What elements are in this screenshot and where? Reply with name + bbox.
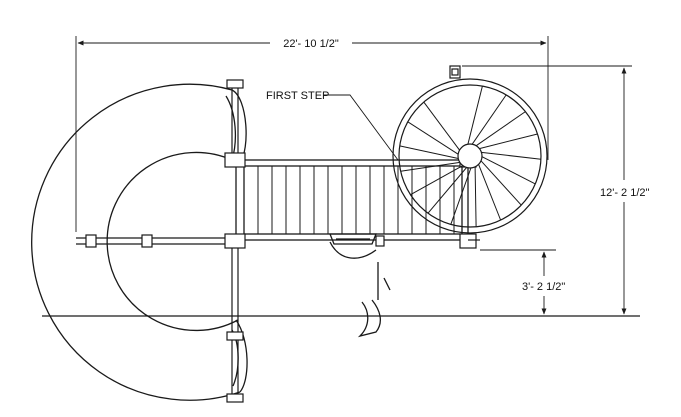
stair-tread — [467, 85, 483, 145]
dimension-lines — [75, 36, 632, 317]
deck-platform — [235, 159, 469, 245]
spiral-slide — [31, 83, 391, 401]
stair-tread — [479, 133, 538, 150]
support-frame — [76, 79, 480, 403]
stair-tread — [399, 145, 459, 159]
overall-width-label: 22'- 10 1/2" — [283, 38, 339, 50]
stair-tread — [400, 161, 460, 172]
stair-tread — [450, 167, 472, 225]
stair-tread — [427, 167, 467, 214]
stair-tread — [423, 101, 460, 151]
overall-depth-label: 12'- 2 1/2" — [600, 187, 650, 199]
stair-tread — [481, 156, 536, 185]
stair-tread — [474, 166, 477, 227]
first-step-callout: FIRST STEP — [266, 90, 329, 102]
offset-depth-label: 3'- 2 1/2" — [522, 281, 565, 293]
stair-tread — [410, 165, 464, 196]
stair-tread — [481, 151, 541, 160]
stair-tread — [478, 164, 502, 221]
stair-tread — [407, 121, 459, 155]
stair-tread — [475, 111, 526, 147]
stair-tread — [480, 160, 522, 206]
spiral-staircase — [392, 65, 548, 234]
stair-tread — [471, 94, 507, 145]
